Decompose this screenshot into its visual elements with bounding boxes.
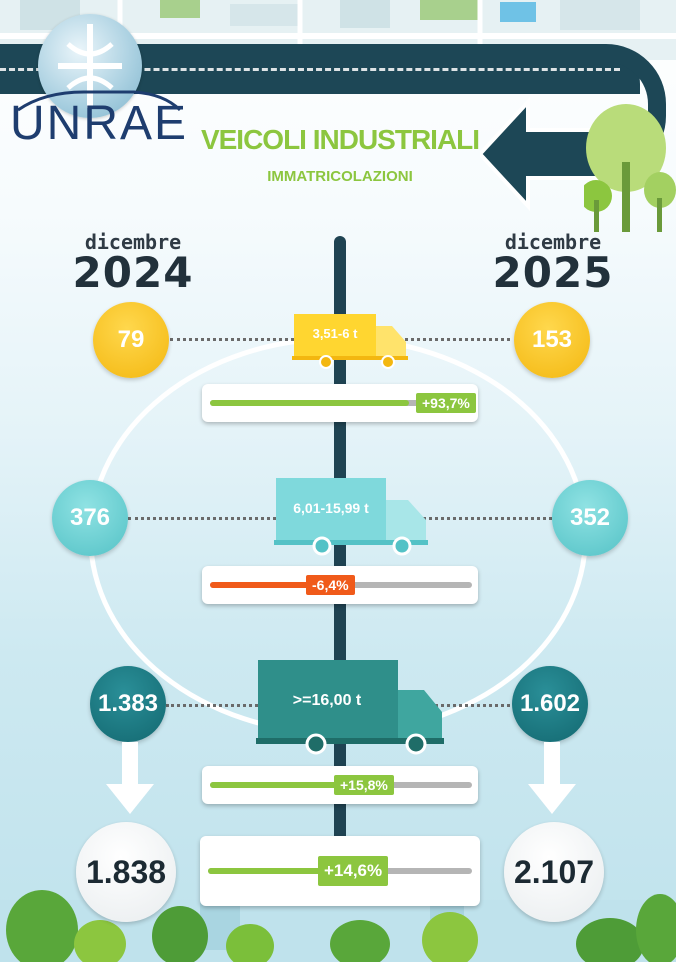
row1-category-label: 3,51-6 t [312,326,358,341]
total-change-badge: +14,6% [318,856,389,886]
left-period-year: 2024 [72,248,194,297]
row2-category-label: 6,01-15,99 t [293,500,369,516]
right-period-month: dicembre [504,230,602,254]
row2-left-value: 376 [52,480,128,556]
row3-change-fill [210,782,352,788]
row1-change-panel: +93,7% [202,384,478,422]
page-subtitle: IMMATRICOLAZIONI [267,168,413,185]
total-change-panel: +14,6% [200,836,480,906]
logo-car-outline-icon [17,90,182,112]
row1-change-fill [210,400,409,406]
row2-change-badge: -6,4% [306,575,355,595]
down-arrow-icon [528,742,576,814]
trees-icon [584,104,676,232]
row2-right-value: 352 [552,480,628,556]
page-title: VEICOLI INDUSTRIALI [200,124,480,155]
row3-change-badge: +15,8% [334,775,394,795]
total-right-value: 2.107 [504,822,604,922]
small-truck-icon [292,314,408,369]
total-left-value: 1.838 [76,822,176,922]
row1-left-value: 79 [93,302,169,378]
arrow-left-icon [480,96,600,212]
logo-globe-icon [38,14,142,118]
row2-change-panel: -6,4% [202,566,478,604]
brand-logo-text: UNRAE [10,97,189,150]
road-lane-marking [0,68,620,71]
row1-change-badge: +93,7% [416,393,476,413]
down-arrow-icon [106,742,154,814]
row3-right-value: 1.602 [512,666,588,742]
row1-change-track [210,400,468,406]
row1-right-value: 153 [514,302,590,378]
right-period-year: 2025 [492,248,614,297]
medium-truck-icon [274,478,428,556]
left-period-month: dicembre [84,230,182,254]
row2-change-fill [210,582,341,588]
row3-change-panel: +15,8% [202,766,478,804]
total-change-fill [208,868,348,874]
large-truck-icon [256,660,444,755]
row3-left-value: 1.383 [90,666,166,742]
row3-category-label: >=16,00 t [292,692,362,709]
